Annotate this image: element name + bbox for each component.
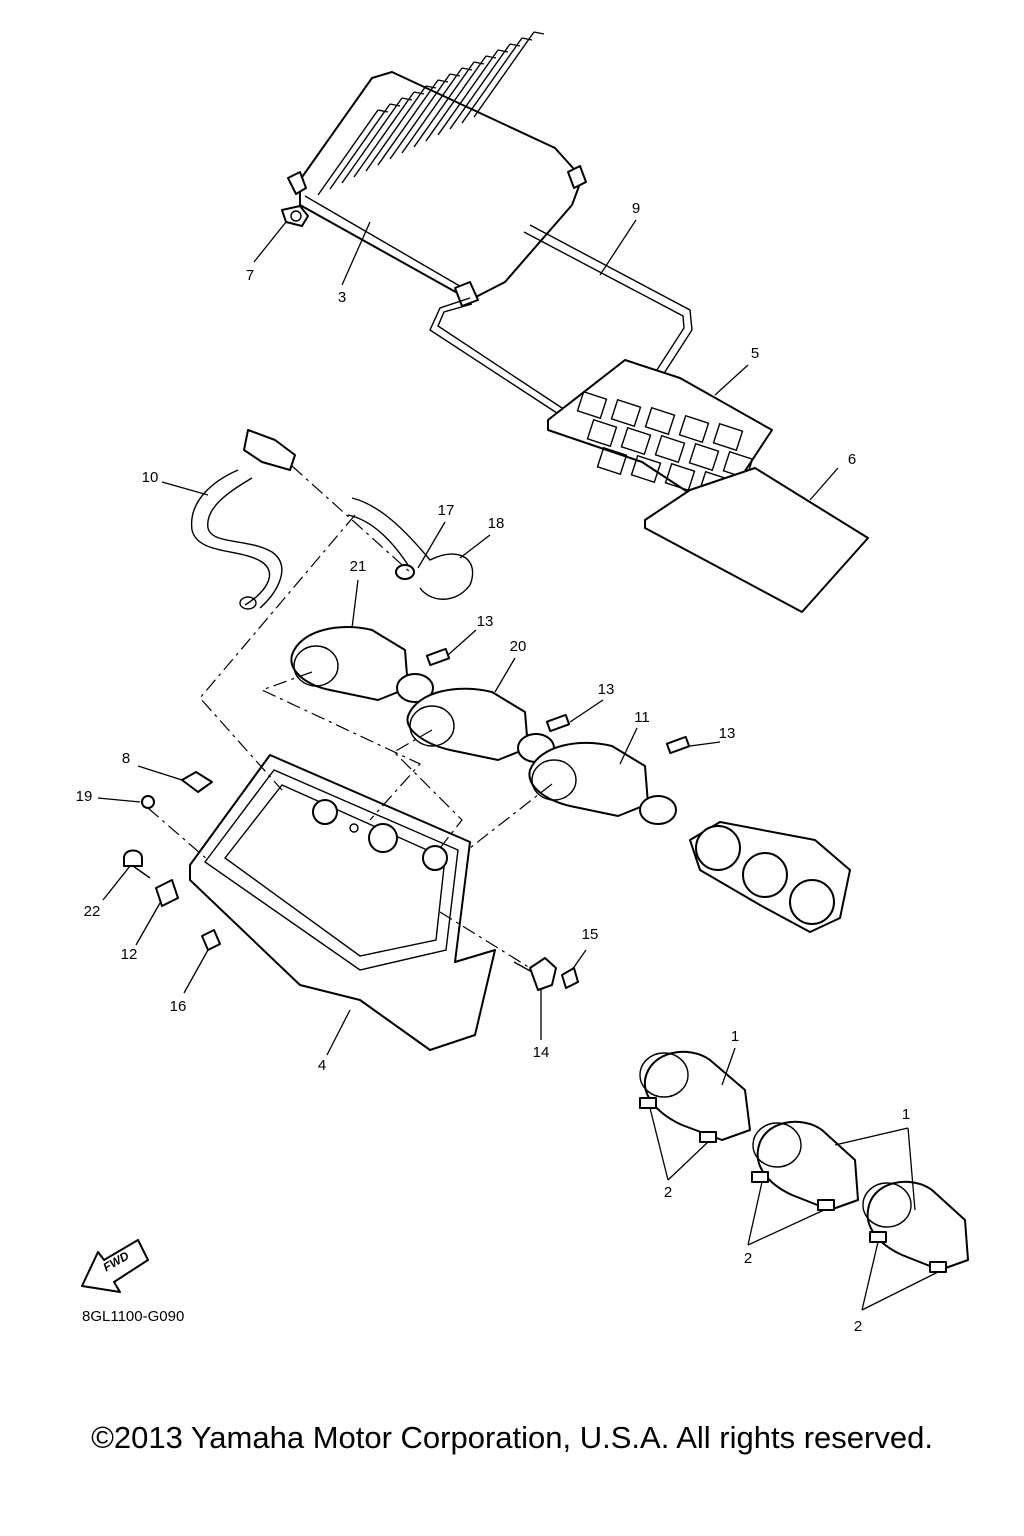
air-filter-case: [189, 754, 496, 1051]
callout-19: 19: [76, 788, 93, 805]
callout-17: 17: [438, 502, 455, 519]
callout-2: 2: [744, 1250, 752, 1267]
clip-part: [281, 205, 309, 227]
callout-1: 1: [731, 1028, 739, 1045]
air-filter-cover: [287, 31, 587, 307]
callout-7: 7: [246, 267, 254, 284]
callout-10: 10: [142, 469, 159, 486]
cover-rib: [461, 37, 533, 124]
leader-lines: [97, 219, 939, 1311]
grid-cell: [644, 406, 676, 436]
assembly-lines: [147, 465, 553, 969]
cover-rib: [425, 55, 497, 142]
grid-cell: [576, 390, 608, 420]
grid-cell: [664, 462, 696, 492]
callout-12: 12: [121, 946, 138, 963]
callout-9: 9: [632, 200, 640, 217]
callout-6: 6: [848, 451, 856, 468]
callout-13: 13: [719, 725, 736, 742]
grid-cell: [610, 398, 642, 428]
cover-rib: [353, 91, 425, 178]
callout-16: 16: [170, 998, 187, 1015]
small-parts: [123, 771, 579, 991]
breather-hose: [190, 429, 296, 610]
cover-rib: [437, 49, 509, 136]
callout-20: 20: [510, 638, 527, 655]
throttle-body: [689, 821, 851, 933]
intake-joint-21: [290, 626, 434, 703]
cover-rib: [449, 43, 521, 130]
cover-rib: [389, 73, 461, 160]
clamp-screws: [425, 647, 691, 755]
cover-rib: [317, 109, 389, 196]
filter-element: [547, 359, 773, 513]
cover-rib: [413, 61, 485, 148]
callout-18: 18: [488, 515, 505, 532]
cover-rib: [401, 67, 473, 154]
joint-hose: [347, 497, 474, 600]
carburetor-joints: [639, 1050, 969, 1273]
callout-15: 15: [582, 926, 599, 943]
grid-cell: [688, 442, 720, 472]
callout-2: 2: [854, 1318, 862, 1335]
callout-13: 13: [477, 613, 494, 630]
cover-rib: [377, 79, 449, 166]
callout-11: 11: [634, 709, 650, 726]
cover-rib: [341, 97, 413, 184]
callout-labels: 1 1 2 2 2 3 4 5 6 7 8 9 10 11 12 13 13 1…: [76, 200, 911, 1335]
filter-sponge: [644, 467, 869, 613]
callout-13: 13: [598, 681, 615, 698]
intake-joint-20: [406, 687, 555, 763]
cover-rib: [473, 31, 545, 118]
grid-cell: [678, 414, 710, 444]
grid-cell: [620, 426, 652, 456]
intake-joint-11: [528, 741, 677, 825]
callout-1: 1: [902, 1106, 910, 1123]
callout-14: 14: [533, 1044, 550, 1061]
callout-8: 8: [122, 750, 130, 767]
callout-21: 21: [350, 558, 367, 575]
grid-cell: [586, 418, 618, 448]
callout-2: 2: [664, 1184, 672, 1201]
callout-3: 3: [338, 289, 346, 306]
grid-cell: [654, 434, 686, 464]
copyright-notice: ©2013 Yamaha Motor Corporation, U.S.A. A…: [91, 1420, 933, 1455]
callout-4: 4: [318, 1057, 326, 1074]
drawing-number: 8GL1100-G090: [82, 1308, 185, 1325]
callout-22: 22: [84, 903, 101, 920]
grid-cell: [596, 446, 628, 476]
cover-rib: [329, 103, 401, 190]
grid-cell: [630, 454, 662, 484]
callout-5: 5: [751, 345, 759, 362]
fwd-arrow-icon: FWD: [81, 1239, 149, 1293]
cover-rib: [365, 85, 437, 172]
grid-cell: [712, 422, 744, 452]
